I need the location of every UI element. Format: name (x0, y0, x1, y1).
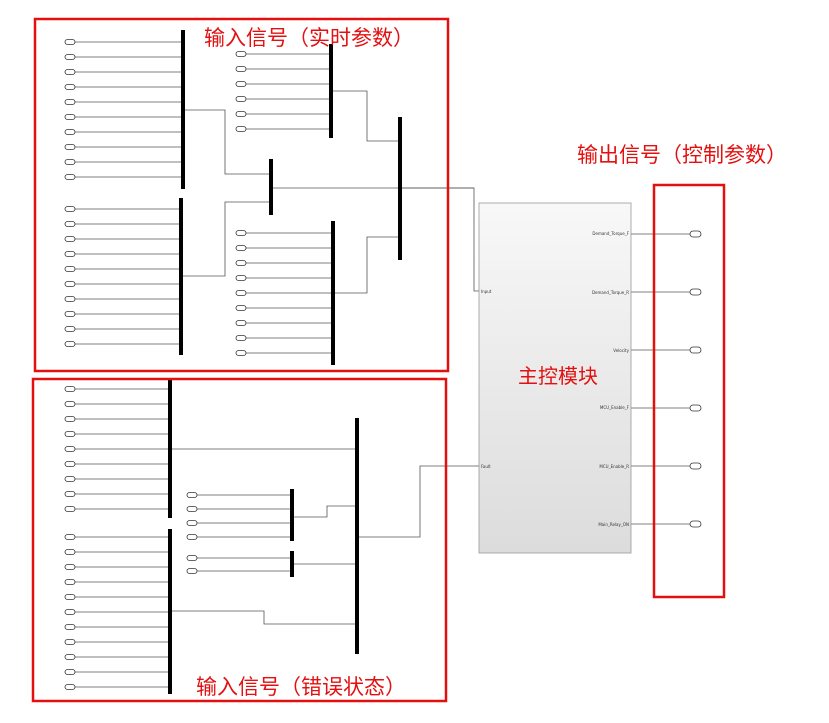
inport-icon (64, 341, 76, 347)
inport-icon (64, 326, 76, 332)
input-wire-to-block (271, 187, 479, 292)
inport-icon (235, 66, 247, 72)
inport-icon (235, 81, 247, 87)
inport-icon (64, 206, 76, 212)
bus-wire (331, 90, 400, 142)
inport-icon (64, 624, 76, 630)
inport-icon (186, 534, 198, 540)
label-input-realtime: 输入信号（实时参数） (204, 26, 414, 50)
inport-icon (64, 129, 76, 135)
inport-icon (64, 159, 76, 165)
inport-label-input: Input (481, 289, 492, 294)
inport-icon (64, 609, 76, 615)
signal-wires (75, 41, 690, 688)
inport-icon (64, 534, 76, 540)
inport-icon (64, 476, 76, 482)
inport-icon (235, 96, 247, 102)
inport-icon (235, 230, 247, 236)
inport-icon (64, 431, 76, 437)
inport-icon (235, 350, 247, 356)
inport-icon (64, 446, 76, 452)
inport-icon (64, 84, 76, 90)
inport-icon (235, 275, 247, 281)
bus-wire (181, 201, 271, 277)
outport-icon (689, 288, 702, 296)
outport-icon (689, 346, 702, 354)
inport-icon (64, 311, 76, 317)
label-output-control: 输出信号（控制参数） (577, 143, 787, 167)
outport-label-demand-torque-r: Demand_Torque_R (592, 290, 629, 295)
inport-icon (186, 568, 198, 574)
inport-icon (64, 491, 76, 497)
inport-icon (64, 579, 76, 585)
fault-wire-to-block (357, 465, 479, 538)
bus-wire (292, 505, 357, 518)
inport-icon (64, 99, 76, 105)
inport-icon (64, 461, 76, 467)
inport-icon (64, 144, 76, 150)
inport-icon (235, 126, 247, 132)
inport-icon (64, 669, 76, 675)
inport-icon (64, 39, 76, 45)
bus-wire (170, 610, 357, 625)
inport-icon (235, 245, 247, 251)
bus-wire (183, 109, 271, 175)
inport-icon (64, 506, 76, 512)
inport-icon (235, 290, 247, 296)
inport-icon (64, 281, 76, 287)
outport-label-main-relay-on: Main_Relay_ON (598, 522, 629, 527)
inport-icon (235, 320, 247, 326)
mux-buses (168, 30, 402, 694)
inport-icon (64, 174, 76, 180)
outport-icon (689, 462, 702, 470)
inport-icon (64, 654, 76, 660)
inport-icon (64, 401, 76, 407)
realtime-input-frame (33, 17, 450, 373)
port-blocks (64, 39, 702, 690)
outport-label-velocity: Velocity (613, 348, 629, 353)
inport-icon (186, 520, 198, 526)
inport-icon (64, 564, 76, 570)
outport-icon (689, 404, 702, 412)
main-block-title: 主控模块 (518, 364, 598, 388)
inport-icon (64, 639, 76, 645)
inport-label-fault: Fault (481, 464, 491, 469)
inport-icon (64, 236, 76, 242)
inport-icon (186, 555, 198, 561)
outport-icon (689, 520, 702, 528)
outport-label-mcu-enable-f: MCU_Enable_F (600, 405, 630, 410)
bus-wire (333, 236, 400, 294)
inport-icon (64, 251, 76, 257)
main-control-block[interactable] (478, 202, 632, 554)
inport-icon (64, 549, 76, 555)
inport-icon (64, 54, 76, 60)
inport-icon (64, 221, 76, 227)
inport-icon (64, 69, 76, 75)
error-input-frame (31, 377, 448, 703)
outport-icon (689, 230, 702, 238)
inport-icon (186, 492, 198, 498)
inport-icon (64, 416, 76, 422)
inport-icon (186, 506, 198, 512)
inport-icon (64, 266, 76, 272)
inport-icon (235, 260, 247, 266)
inport-icon (235, 111, 247, 117)
inport-icon (64, 594, 76, 600)
inport-icon (64, 386, 76, 392)
inport-icon (64, 296, 76, 302)
outport-label-mcu-enable-r: MCU_Enable_R (599, 464, 629, 469)
output-frame (652, 183, 726, 599)
inport-icon (64, 114, 76, 120)
inport-icon (64, 684, 76, 690)
inport-icon (235, 305, 247, 311)
label-input-error: 输入信号（错误状态） (196, 675, 406, 699)
inport-icon (235, 335, 247, 341)
outport-label-demand-torque-f: Demand_Torque_F (592, 231, 629, 236)
inport-icon (235, 51, 247, 57)
